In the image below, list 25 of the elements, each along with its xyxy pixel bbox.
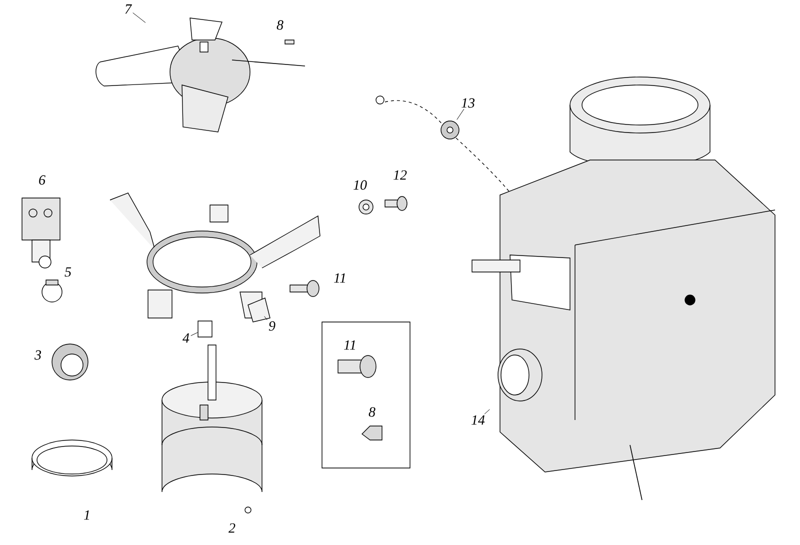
leader-line <box>132 12 146 23</box>
callout-number: 6 <box>39 175 46 185</box>
callout-number: 3 <box>34 350 42 360</box>
callout-number: 9 <box>268 321 276 331</box>
callout-number: 5 <box>64 267 72 277</box>
fan-drawing <box>96 18 306 132</box>
callout-number: 7 <box>125 4 132 14</box>
leader-line <box>190 332 198 336</box>
callout-number: 2 <box>228 523 236 533</box>
leader-line <box>456 108 464 120</box>
callout-number: 12 <box>394 170 407 180</box>
clamp-drawing <box>110 192 320 322</box>
callout-number: 8 <box>276 20 284 30</box>
callout-number: 4 <box>182 333 190 343</box>
grommet-drawing <box>440 120 460 140</box>
callout-number: 10 <box>354 180 367 190</box>
callout-number: 11 <box>344 340 355 350</box>
leader-line <box>264 316 268 320</box>
callout-number: 8 <box>368 407 376 417</box>
nut-drawing <box>198 320 212 338</box>
callout-number: 13 <box>462 98 475 108</box>
leader-line <box>484 409 490 414</box>
callout-number: 11 <box>334 273 345 283</box>
callout-number: 1 <box>84 510 90 520</box>
callout-number: 14 <box>472 415 485 425</box>
